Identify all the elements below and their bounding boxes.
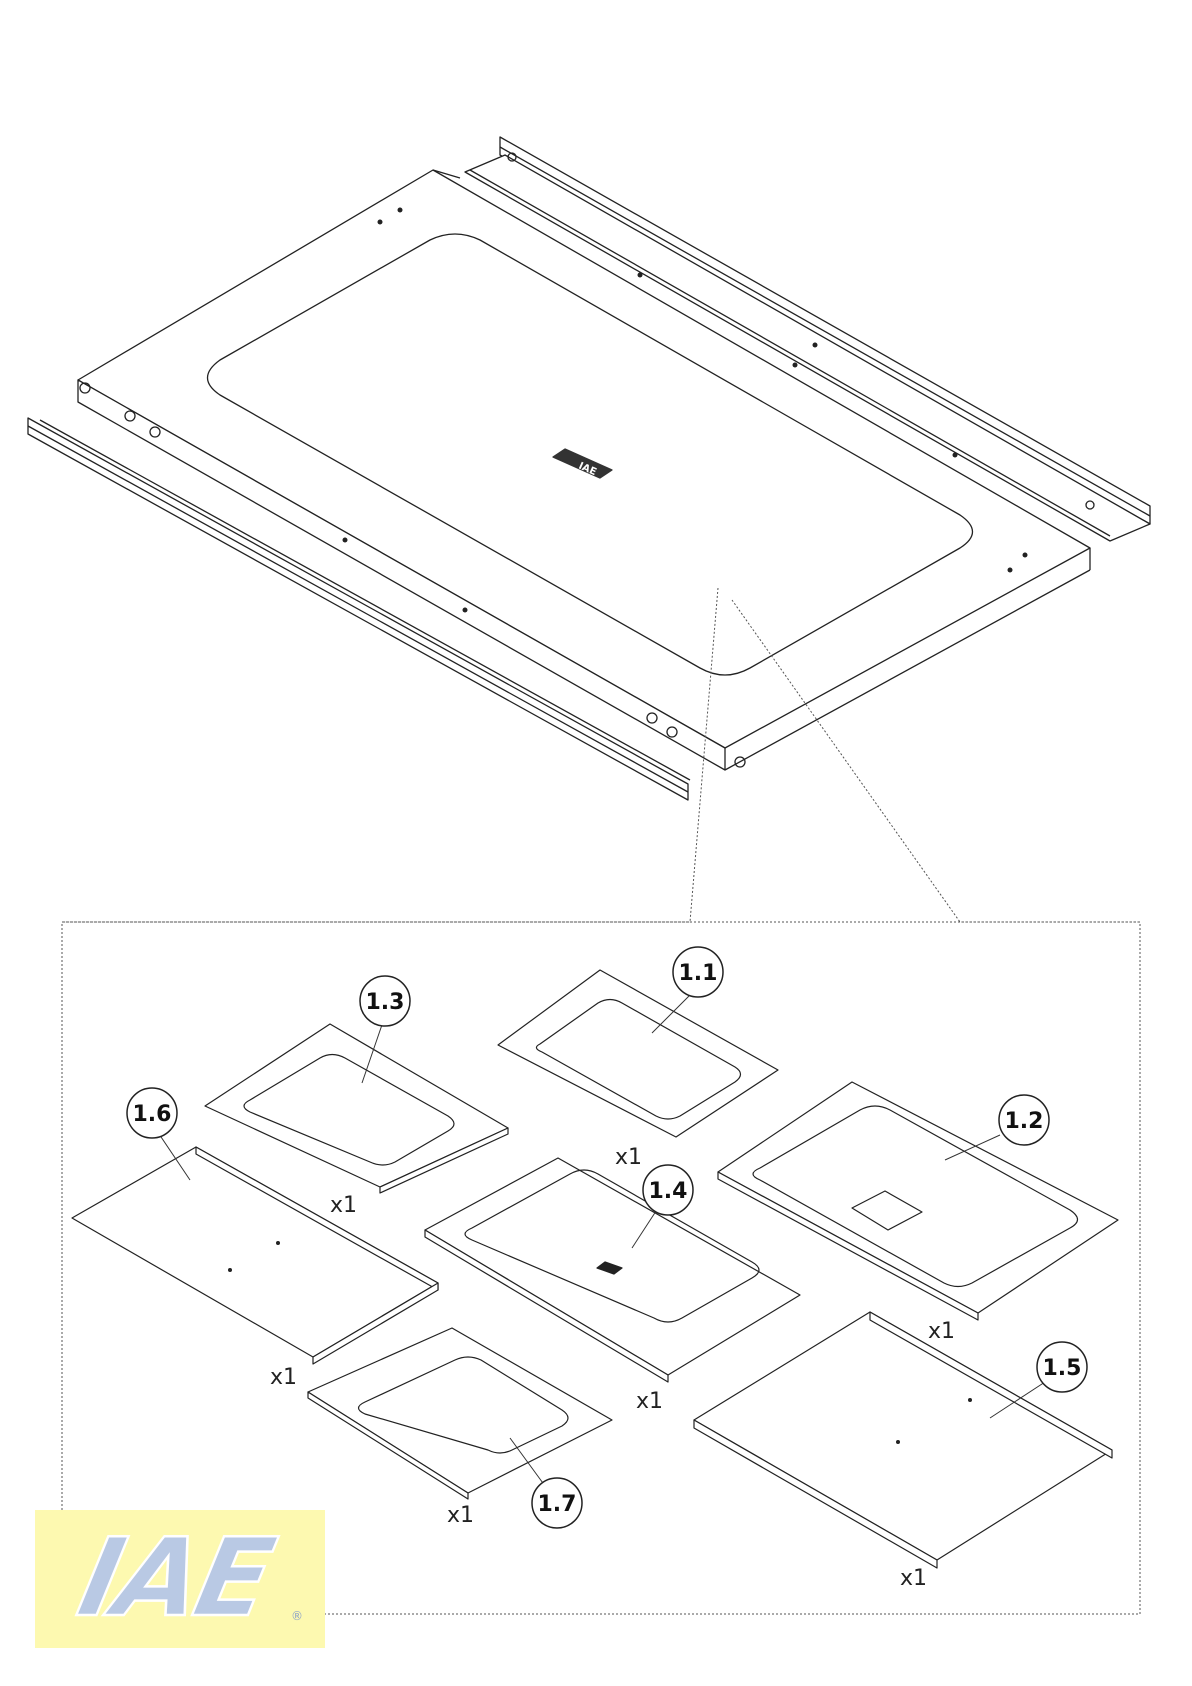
brand-logo: IAE ® [35,1510,325,1648]
qty-1-2: x1 [928,1319,955,1344]
part-1-1 [498,970,778,1137]
callout-1-7-label: 1.7 [538,1492,577,1517]
part-1-7 [308,1328,612,1499]
brand-registered-mark: ® [291,1609,303,1623]
qty-1-1: x1 [615,1145,642,1170]
callout-1-1-label: 1.1 [679,961,718,986]
callout-1-2-label: 1.2 [1005,1109,1044,1134]
callout-1-3-label: 1.3 [366,990,405,1015]
qty-1-5: x1 [900,1566,927,1591]
qty-1-4: x1 [636,1389,663,1414]
qty-1-7: x1 [447,1503,474,1528]
part-1-3 [205,1024,508,1193]
brand-logo-text: IAE [68,1515,284,1641]
callout-1-6-label: 1.6 [133,1102,172,1127]
main-assembly: IAE [28,137,1150,800]
callout-1-4-label: 1.4 [649,1179,688,1204]
qty-1-3: x1 [330,1193,357,1218]
callout-1-6: 1.6 [127,1088,190,1180]
qty-1-6: x1 [270,1365,297,1390]
callout-1-5-label: 1.5 [1043,1356,1082,1381]
